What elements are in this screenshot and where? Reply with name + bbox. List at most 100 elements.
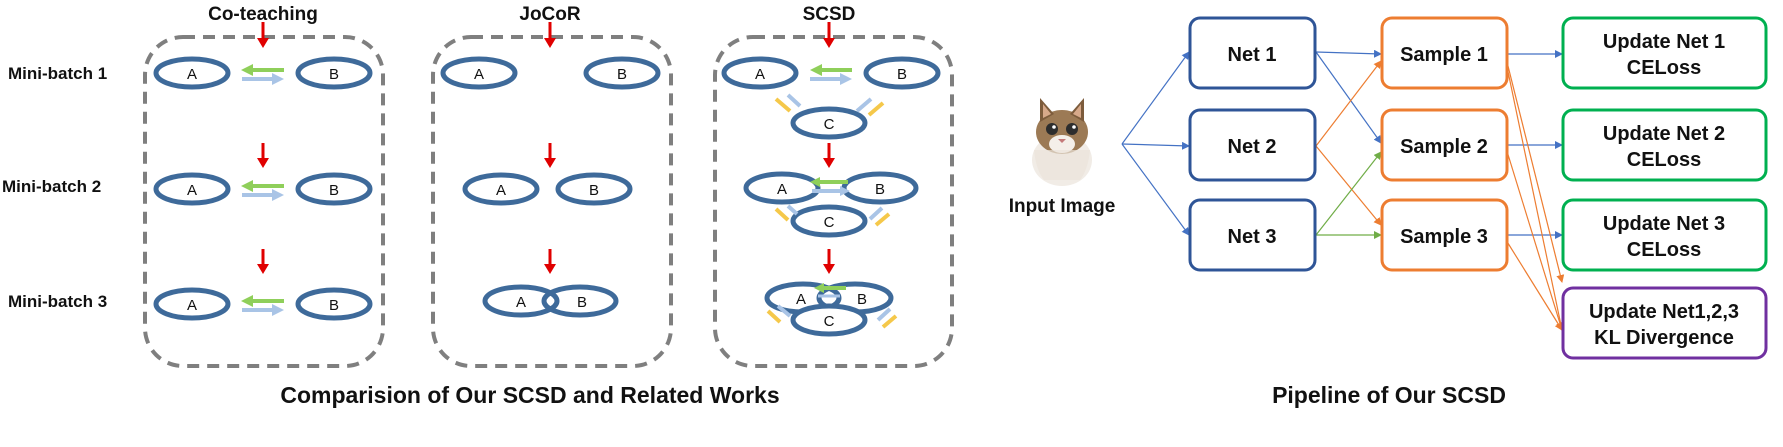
node-label-c: C <box>824 313 835 330</box>
row-label-minibatch-2: Mini-batch 2 <box>2 177 101 196</box>
node-ellipse-b <box>541 284 619 318</box>
node-label-a: A <box>474 66 484 83</box>
red-down-arrow-icon <box>544 143 556 168</box>
net-box-label: Net 1 <box>1228 44 1277 66</box>
node-label-a: A <box>187 297 197 314</box>
node-ellipse-a <box>153 56 231 90</box>
exchange-arrows-icon <box>810 177 850 196</box>
sample-box-2: Sample 2 <box>1380 108 1509 182</box>
diagonal-exchange-arrows-icon <box>774 204 891 227</box>
node-label-a: A <box>496 182 506 199</box>
red-down-arrow-icon <box>823 22 835 48</box>
node-ellipse-a <box>440 56 518 90</box>
node-ellipse-a <box>721 56 799 90</box>
update-box-title: Update Net 3 <box>1603 213 1725 235</box>
node-ellipse-c <box>790 106 868 140</box>
sample-box-1: Sample 1 <box>1380 16 1509 90</box>
update-box-loss: CELoss <box>1627 57 1701 79</box>
input-connectors <box>1121 51 1190 236</box>
net-sample-connectors <box>1315 49 1382 239</box>
red-down-arrow-icon <box>544 249 556 274</box>
update-box-loss: KL Divergence <box>1594 327 1734 349</box>
update-box-net2: Update Net 2 CELoss <box>1561 108 1768 182</box>
red-down-arrow-icon <box>823 143 835 168</box>
node-label-b: B <box>857 291 867 308</box>
red-down-arrow-icon <box>257 143 269 168</box>
sample-box-label: Sample 3 <box>1400 226 1488 248</box>
net-box-3: Net 3 <box>1188 198 1317 272</box>
node-label-a: A <box>516 294 526 311</box>
row-label-minibatch-1: Mini-batch 1 <box>8 64 107 83</box>
node-label-b: B <box>329 297 339 314</box>
node-label-a: A <box>187 66 197 83</box>
update-box-net1: Update Net 1 CELoss <box>1561 16 1768 90</box>
node-ellipse-c <box>790 303 868 337</box>
node-ellipse-b <box>555 172 633 206</box>
column-title-scsd: SCSD <box>803 4 856 25</box>
red-down-arrow-icon <box>544 22 556 48</box>
net-box-label: Net 2 <box>1228 136 1277 158</box>
node-ellipse-a <box>153 172 231 206</box>
red-down-arrow-icon <box>823 249 835 274</box>
node-ellipse-a <box>462 172 540 206</box>
input-image-label: Input Image <box>1009 196 1116 217</box>
update-box-kl: Update Net1,2,3 KL Divergence <box>1561 286 1768 360</box>
node-ellipse-b <box>295 56 373 90</box>
node-label-c: C <box>824 214 835 231</box>
update-box-title: Update Net 2 <box>1603 123 1725 145</box>
net-box-2: Net 2 <box>1188 108 1317 182</box>
node-ellipse-a <box>153 287 231 321</box>
node-label-b: B <box>329 182 339 199</box>
cat-image-icon <box>1032 98 1092 186</box>
node-ellipse-c <box>790 204 868 238</box>
pipeline-caption: Pipeline of Our SCSD <box>1272 382 1506 408</box>
scsd-column: A B C A B C <box>721 22 941 337</box>
node-ellipse-b <box>295 287 373 321</box>
node-ellipse-a <box>743 171 821 205</box>
jocor-column: A B A B A B <box>440 22 661 318</box>
scsd-panel-border <box>713 35 954 368</box>
node-label-b: B <box>875 181 885 198</box>
node-ellipse-b <box>863 56 941 90</box>
node-ellipse-b <box>583 56 661 90</box>
red-down-arrow-icon <box>257 22 269 48</box>
node-label-b: B <box>897 66 907 83</box>
node-label-a: A <box>777 181 787 198</box>
update-box-loss: CELoss <box>1627 239 1701 261</box>
comparison-caption: Comparision of Our SCSD and Related Work… <box>280 382 779 408</box>
update-box-net3: Update Net 3 CELoss <box>1561 198 1768 272</box>
exchange-arrows-icon <box>241 64 284 85</box>
update-box-title: Update Net1,2,3 <box>1589 301 1739 323</box>
row-label-minibatch-3: Mini-batch 3 <box>8 292 107 311</box>
diagonal-exchange-arrows-icon <box>766 304 898 329</box>
node-label-a: A <box>755 66 765 83</box>
node-label-c: C <box>824 116 835 133</box>
node-label-a: A <box>187 182 197 199</box>
node-label-b: B <box>589 182 599 199</box>
node-label-a: A <box>796 291 806 308</box>
coteaching-column: A B A B A B <box>153 22 373 321</box>
node-label-b: B <box>577 294 587 311</box>
node-label-b: B <box>617 66 627 83</box>
exchange-arrows-icon <box>810 64 852 85</box>
sample-box-label: Sample 1 <box>1400 44 1488 66</box>
exchange-arrows-icon <box>241 295 284 316</box>
column-title-jocor: JoCoR <box>519 4 581 25</box>
red-down-arrow-icon <box>257 249 269 274</box>
sample-box-label: Sample 2 <box>1400 136 1488 158</box>
net-box-label: Net 3 <box>1228 226 1277 248</box>
node-label-b: B <box>329 66 339 83</box>
net-box-1: Net 1 <box>1188 16 1317 90</box>
node-ellipse-b <box>295 172 373 206</box>
node-ellipse-a <box>482 284 560 318</box>
jocor-panel-border <box>431 35 673 368</box>
update-box-title: Update Net 1 <box>1603 31 1725 53</box>
comparison-panel: Co-teaching JoCoR SCSD Mini-batch 1 Mini… <box>2 4 954 408</box>
exchange-arrows-icon <box>814 283 846 298</box>
column-title-coteaching: Co-teaching <box>208 4 318 25</box>
sample-update-connectors <box>1505 50 1565 331</box>
exchange-arrows-icon <box>241 180 284 201</box>
sample-box-3: Sample 3 <box>1380 198 1509 272</box>
diagonal-exchange-arrows-icon <box>774 93 885 117</box>
